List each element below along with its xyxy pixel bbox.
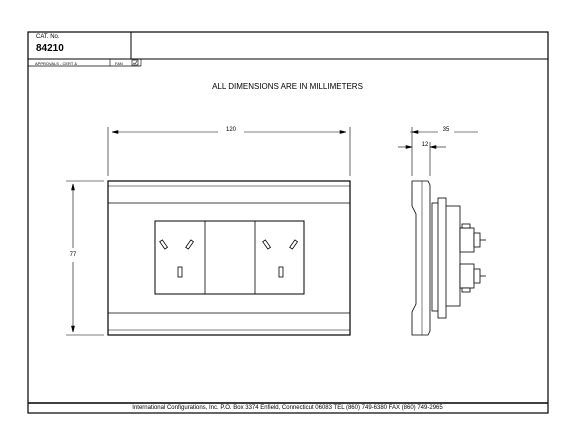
width-dimension (107, 127, 351, 176)
dimensions-note: ALL DIMENSIONS ARE IN MILLIMETERS (212, 82, 363, 91)
height-value: 77 (69, 252, 77, 258)
outlet-pin-left-1 (159, 239, 169, 250)
cat-no-label: CAT. No. (36, 34, 60, 40)
approvals-label: APPROVALS - CERT & (35, 61, 78, 66)
outlet-pin-right-1 (262, 239, 272, 250)
terminal-upper (459, 223, 486, 253)
right-outlet (262, 239, 299, 278)
terminal-lower (459, 263, 486, 293)
outlet-earth-pin-left (177, 266, 183, 278)
height-dimension (66, 180, 104, 336)
title-block (28, 32, 548, 67)
catalog-number: 84210 (36, 43, 64, 54)
plate-thickness-value: 12 (421, 142, 429, 148)
plate-thickness-dimension (398, 142, 446, 176)
width-value: 120 (225, 127, 236, 133)
depth-value: 35 (442, 127, 450, 133)
fan-checkbox (131, 59, 139, 66)
front-view (107, 180, 351, 336)
side-plate (411, 180, 431, 336)
company-footer: International Configurations, Inc. P.O. … (132, 405, 443, 411)
depth-dimension (410, 127, 478, 176)
module-frame (154, 220, 305, 295)
faceplate-outline (107, 180, 351, 336)
fan-label: FAN (115, 61, 123, 66)
side-view (411, 180, 486, 336)
module-body (437, 197, 447, 319)
drawing-border (27, 31, 549, 414)
outlet-pin-left-2 (185, 239, 195, 250)
outlet-earth-pin-right (278, 266, 284, 278)
outlet-pin-right-2 (289, 239, 299, 250)
left-outlet (159, 239, 195, 278)
